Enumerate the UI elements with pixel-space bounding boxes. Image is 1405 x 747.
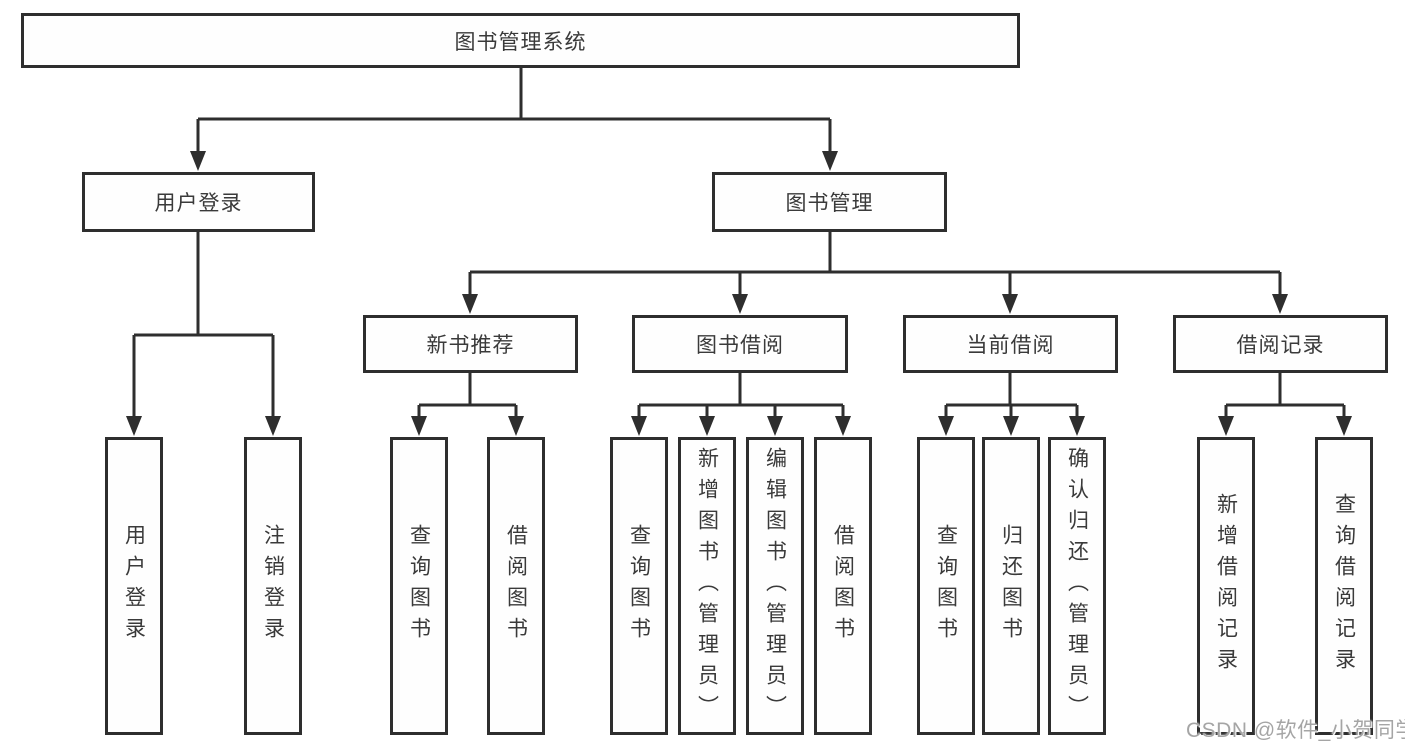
leaf-query-borrow-record: 查询借阅记录 [1315, 437, 1373, 735]
leaf-logout: 注销登录 [244, 437, 302, 735]
node-user-login-module: 用户登录 [82, 172, 315, 232]
leaf-query-books-borrowing: 查询图书 [610, 437, 668, 735]
node-borrowing-records: 借阅记录 [1173, 315, 1388, 373]
node-current-borrowing: 当前借阅 [903, 315, 1118, 373]
leaf-borrow-books-borrowing: 借阅图书 [814, 437, 872, 735]
node-new-book-recommendation: 新书推荐 [363, 315, 578, 373]
node-book-borrowing: 图书借阅 [632, 315, 848, 373]
leaf-confirm-return-admin: 确认归还（管理员） [1048, 437, 1106, 735]
leaf-return-books: 归还图书 [982, 437, 1040, 735]
leaf-borrow-books-recommend: 借阅图书 [487, 437, 545, 735]
node-book-management-module: 图书管理 [712, 172, 947, 232]
leaf-add-books-admin: 新增图书（管理员） [678, 437, 736, 735]
arrowheads [126, 151, 1352, 436]
node-root-system: 图书管理系统 [21, 13, 1020, 68]
leaf-edit-books-admin: 编辑图书（管理员） [746, 437, 804, 735]
leaf-user-login: 用户登录 [105, 437, 163, 735]
leaf-add-borrow-record: 新增借阅记录 [1197, 437, 1255, 735]
csdn-watermark: CSDN @软件_小贺同学 [1186, 719, 1405, 742]
leaf-query-books-recommend: 查询图书 [390, 437, 448, 735]
leaf-query-books-current: 查询图书 [917, 437, 975, 735]
